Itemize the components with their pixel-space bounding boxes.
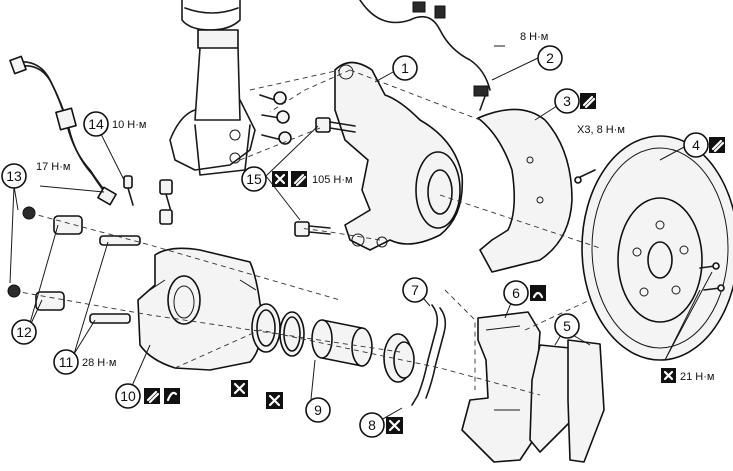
cleaner-icon — [530, 285, 546, 301]
bleed-screw — [123, 175, 134, 206]
callout-15: 15 — [241, 166, 267, 192]
shield-screw — [574, 169, 596, 184]
lubricant-icon — [709, 137, 725, 153]
disc-screws — [699, 262, 725, 292]
caliper-body — [137, 247, 263, 371]
anti-rattle-spring — [411, 304, 447, 406]
dust-shield — [477, 108, 573, 273]
callout-10: 10 — [115, 383, 141, 409]
svg-text:4: 4 — [692, 137, 700, 153]
brake-disc — [581, 135, 733, 361]
replace-mark-icon — [386, 417, 403, 434]
torque-label-13: 17 Н·м — [36, 161, 70, 173]
torque-label-4: X3, 8 Н·м — [577, 124, 625, 136]
callout-5: 5 — [554, 313, 580, 339]
knuckle-bolts — [159, 117, 356, 237]
callout-3: 3 — [554, 88, 580, 114]
svg-text:5: 5 — [563, 318, 571, 334]
callout-6: 6 — [503, 280, 529, 306]
abs-sensor-wire — [359, 0, 491, 111]
svg-text:13: 13 — [6, 168, 22, 184]
callout-4: 4 — [683, 132, 709, 158]
svg-text:1: 1 — [401, 60, 409, 76]
callout-14: 14 — [83, 111, 109, 137]
steering-knuckle — [334, 61, 464, 251]
brake-hose — [9, 55, 117, 206]
assembly-guide-lines — [13, 69, 601, 396]
svg-text:2: 2 — [546, 50, 554, 66]
replace-mark-icon — [266, 392, 283, 409]
callout-1: 1 — [392, 55, 418, 81]
callout-8: 8 — [359, 412, 385, 438]
torque-label-21: 21 Н·м — [680, 371, 714, 383]
torque-label-11: 28 Н·м — [82, 357, 116, 369]
svg-text:9: 9 — [314, 402, 322, 418]
piston-parts — [251, 303, 415, 383]
callout-13: 13 — [1, 163, 27, 189]
callout-11: 11 — [53, 349, 79, 375]
grease-icon — [164, 388, 180, 404]
lubricant-icon — [580, 93, 596, 109]
replace-mark-icon — [231, 380, 248, 397]
lubricant-icon — [144, 388, 160, 404]
svg-text:10: 10 — [120, 388, 136, 404]
callout-2: 2 — [537, 45, 563, 71]
callout-12: 12 — [11, 319, 37, 345]
replace-mark-icon — [661, 368, 676, 383]
callout-7: 7 — [402, 277, 428, 303]
svg-text:8: 8 — [368, 417, 376, 433]
callout-9: 9 — [305, 397, 331, 423]
bushings — [7, 206, 83, 311]
strut-assembly — [169, 0, 292, 176]
replace-mark-icon — [272, 171, 288, 187]
svg-text:11: 11 — [59, 354, 74, 370]
caliper-bracket — [461, 311, 546, 463]
svg-text:15: 15 — [246, 171, 262, 187]
guide-pins — [89, 235, 141, 324]
svg-text:14: 14 — [88, 116, 104, 132]
svg-text:7: 7 — [411, 282, 419, 298]
svg-text:12: 12 — [16, 324, 32, 340]
torque-label-15: 105 Н·м — [312, 174, 353, 186]
torque-label-14: 10 Н·м — [112, 119, 146, 131]
lubricant-icon — [291, 171, 307, 187]
svg-text:3: 3 — [563, 93, 571, 109]
brake-pads — [529, 339, 605, 463]
torque-label-2: 8 Н·м — [520, 31, 548, 43]
svg-text:6: 6 — [512, 285, 520, 301]
